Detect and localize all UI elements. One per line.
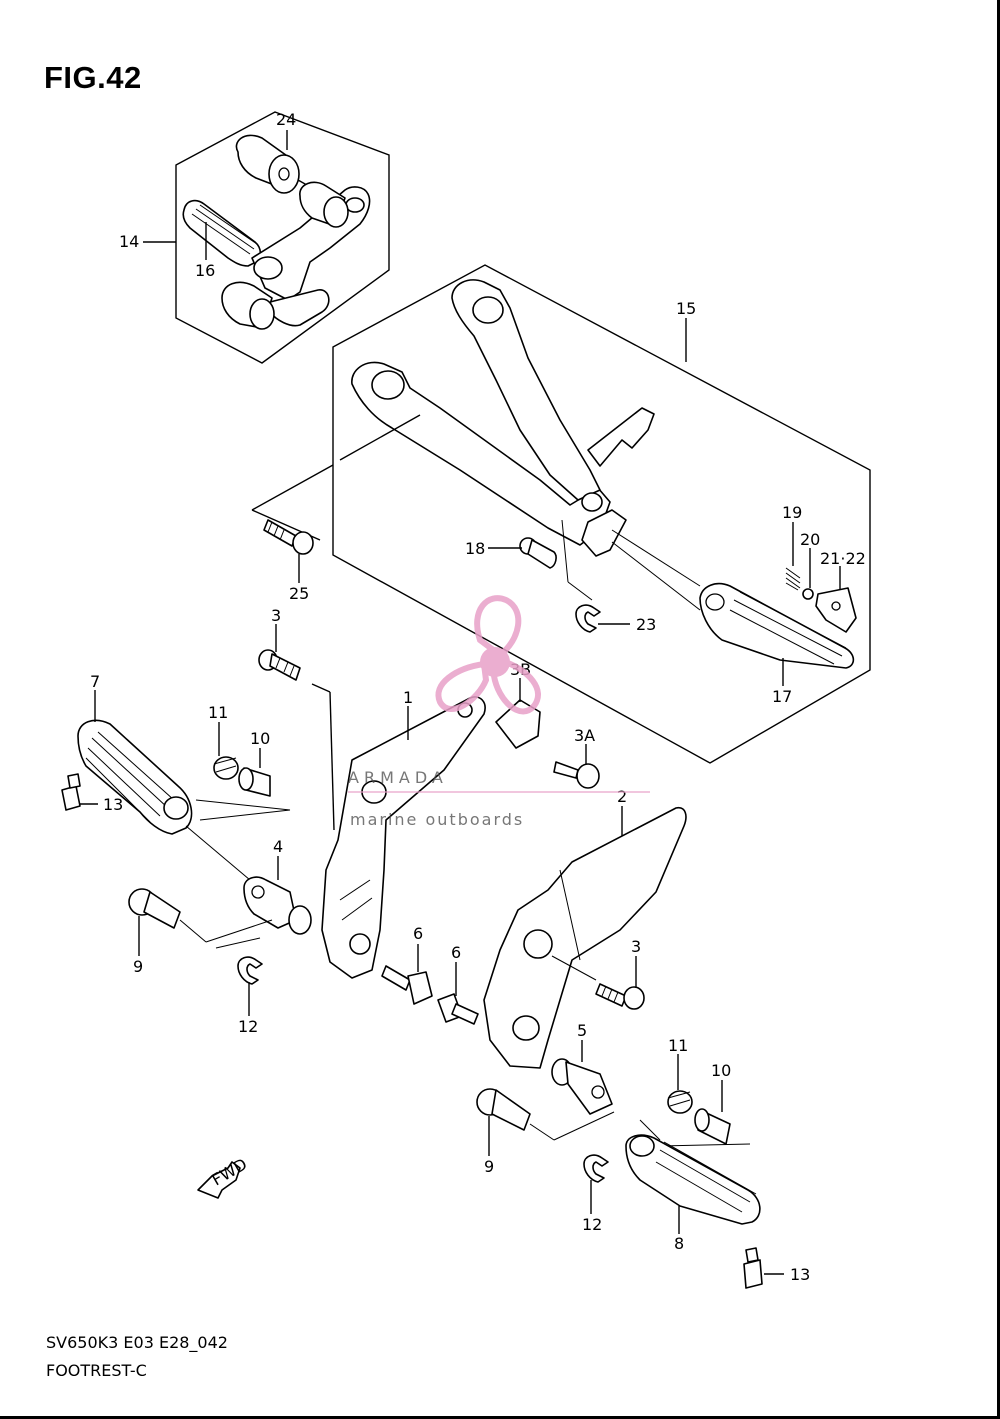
part-11-spring-right xyxy=(667,1090,693,1114)
part-24-bushings xyxy=(221,134,349,330)
callout-21-22: 21·22 xyxy=(820,549,866,568)
part-6-bolt-a xyxy=(381,965,433,1005)
part-8-footrest-right xyxy=(625,1134,761,1225)
part-4-pivot xyxy=(243,876,312,935)
callout-10-left: 10 xyxy=(250,729,270,748)
callout-11-right: 11 xyxy=(668,1036,688,1055)
callout-17: 17 xyxy=(772,687,792,706)
callout-18: 18 xyxy=(465,539,485,558)
figure-code: SV650K3 E03 E28_042 xyxy=(46,1333,228,1352)
part-9-pin-right xyxy=(476,1088,531,1131)
part-10-pin-left xyxy=(238,767,271,797)
callout-20: 20 xyxy=(800,530,820,549)
leader-lines xyxy=(80,130,841,1275)
callout-7: 7 xyxy=(90,672,100,691)
callout-3-right: 3 xyxy=(631,937,641,956)
forward-arrow-icon: FWD xyxy=(197,1154,250,1199)
callout-19: 19 xyxy=(782,503,802,522)
callout-12-right: 12 xyxy=(582,1215,602,1234)
callout-2: 2 xyxy=(617,787,627,806)
callout-15: 15 xyxy=(676,299,696,318)
part-3-bolt-right xyxy=(595,983,645,1010)
part-7-footrest-left xyxy=(77,719,193,835)
part-9-pin-left xyxy=(128,888,181,929)
callout-5: 5 xyxy=(577,1021,587,1040)
callout-3A: 3A xyxy=(574,726,595,745)
figure-title: FIG.42 xyxy=(44,60,142,95)
callout-8: 8 xyxy=(674,1234,684,1253)
part-12-clip-left xyxy=(237,956,263,985)
callout-10-right: 10 xyxy=(711,1061,731,1080)
part-17-footrest xyxy=(699,582,855,669)
callout-16: 16 xyxy=(195,261,215,280)
assembly-box-14 xyxy=(175,111,390,364)
callout-14: 14 xyxy=(119,232,139,251)
armada-watermark: ARMADA marine outboards xyxy=(348,595,650,829)
callout-24: 24 xyxy=(276,110,296,129)
callout-9-right: 9 xyxy=(484,1157,494,1176)
part-25-screw xyxy=(263,519,314,555)
callout-4: 4 xyxy=(273,837,283,856)
part-23-clip xyxy=(575,604,601,633)
part-2-heel-guard xyxy=(483,806,687,1069)
propeller-logo-icon xyxy=(435,595,541,715)
watermark-brand: ARMADA xyxy=(348,768,448,787)
part-3A-bolt xyxy=(553,761,600,789)
callout-labels: 24 14 16 15 18 19 20 21·22 23 17 25 3 7 … xyxy=(90,110,866,1284)
part-18-bolt xyxy=(519,537,557,569)
callout-9-left: 9 xyxy=(133,957,143,976)
part-16-footrest-rubber xyxy=(182,199,262,267)
part-1-footrest-bracket xyxy=(321,696,486,979)
callout-23: 23 xyxy=(636,615,656,634)
watermark-tagline: marine outboards xyxy=(350,810,524,829)
figure-name: FOOTREST-C xyxy=(46,1361,147,1380)
part-6-bolt-b xyxy=(437,993,479,1025)
part-10-pin-right xyxy=(694,1108,731,1145)
assembly-box-15 xyxy=(332,264,871,764)
callout-13-left: 13 xyxy=(103,795,123,814)
part-13-nut-right xyxy=(743,1259,763,1289)
part-3-bolt-upper xyxy=(258,649,301,681)
callout-25: 25 xyxy=(289,584,309,603)
part-5-pivot xyxy=(551,1058,613,1115)
callout-12-left: 12 xyxy=(238,1017,258,1036)
callout-3-upper: 3 xyxy=(271,606,281,625)
part-12-clip-right xyxy=(583,1154,609,1183)
part-15-pillion-bracket xyxy=(351,279,655,557)
part-13-nut-left xyxy=(61,785,81,811)
callout-6-b: 6 xyxy=(451,943,461,962)
part-19-spring xyxy=(785,567,801,591)
part-20-ball xyxy=(802,588,814,600)
callout-11-left: 11 xyxy=(208,703,228,722)
callout-13-right: 13 xyxy=(790,1265,810,1284)
callout-6-a: 6 xyxy=(413,924,423,943)
callout-1: 1 xyxy=(403,688,413,707)
part-11-spring-left xyxy=(213,756,239,780)
